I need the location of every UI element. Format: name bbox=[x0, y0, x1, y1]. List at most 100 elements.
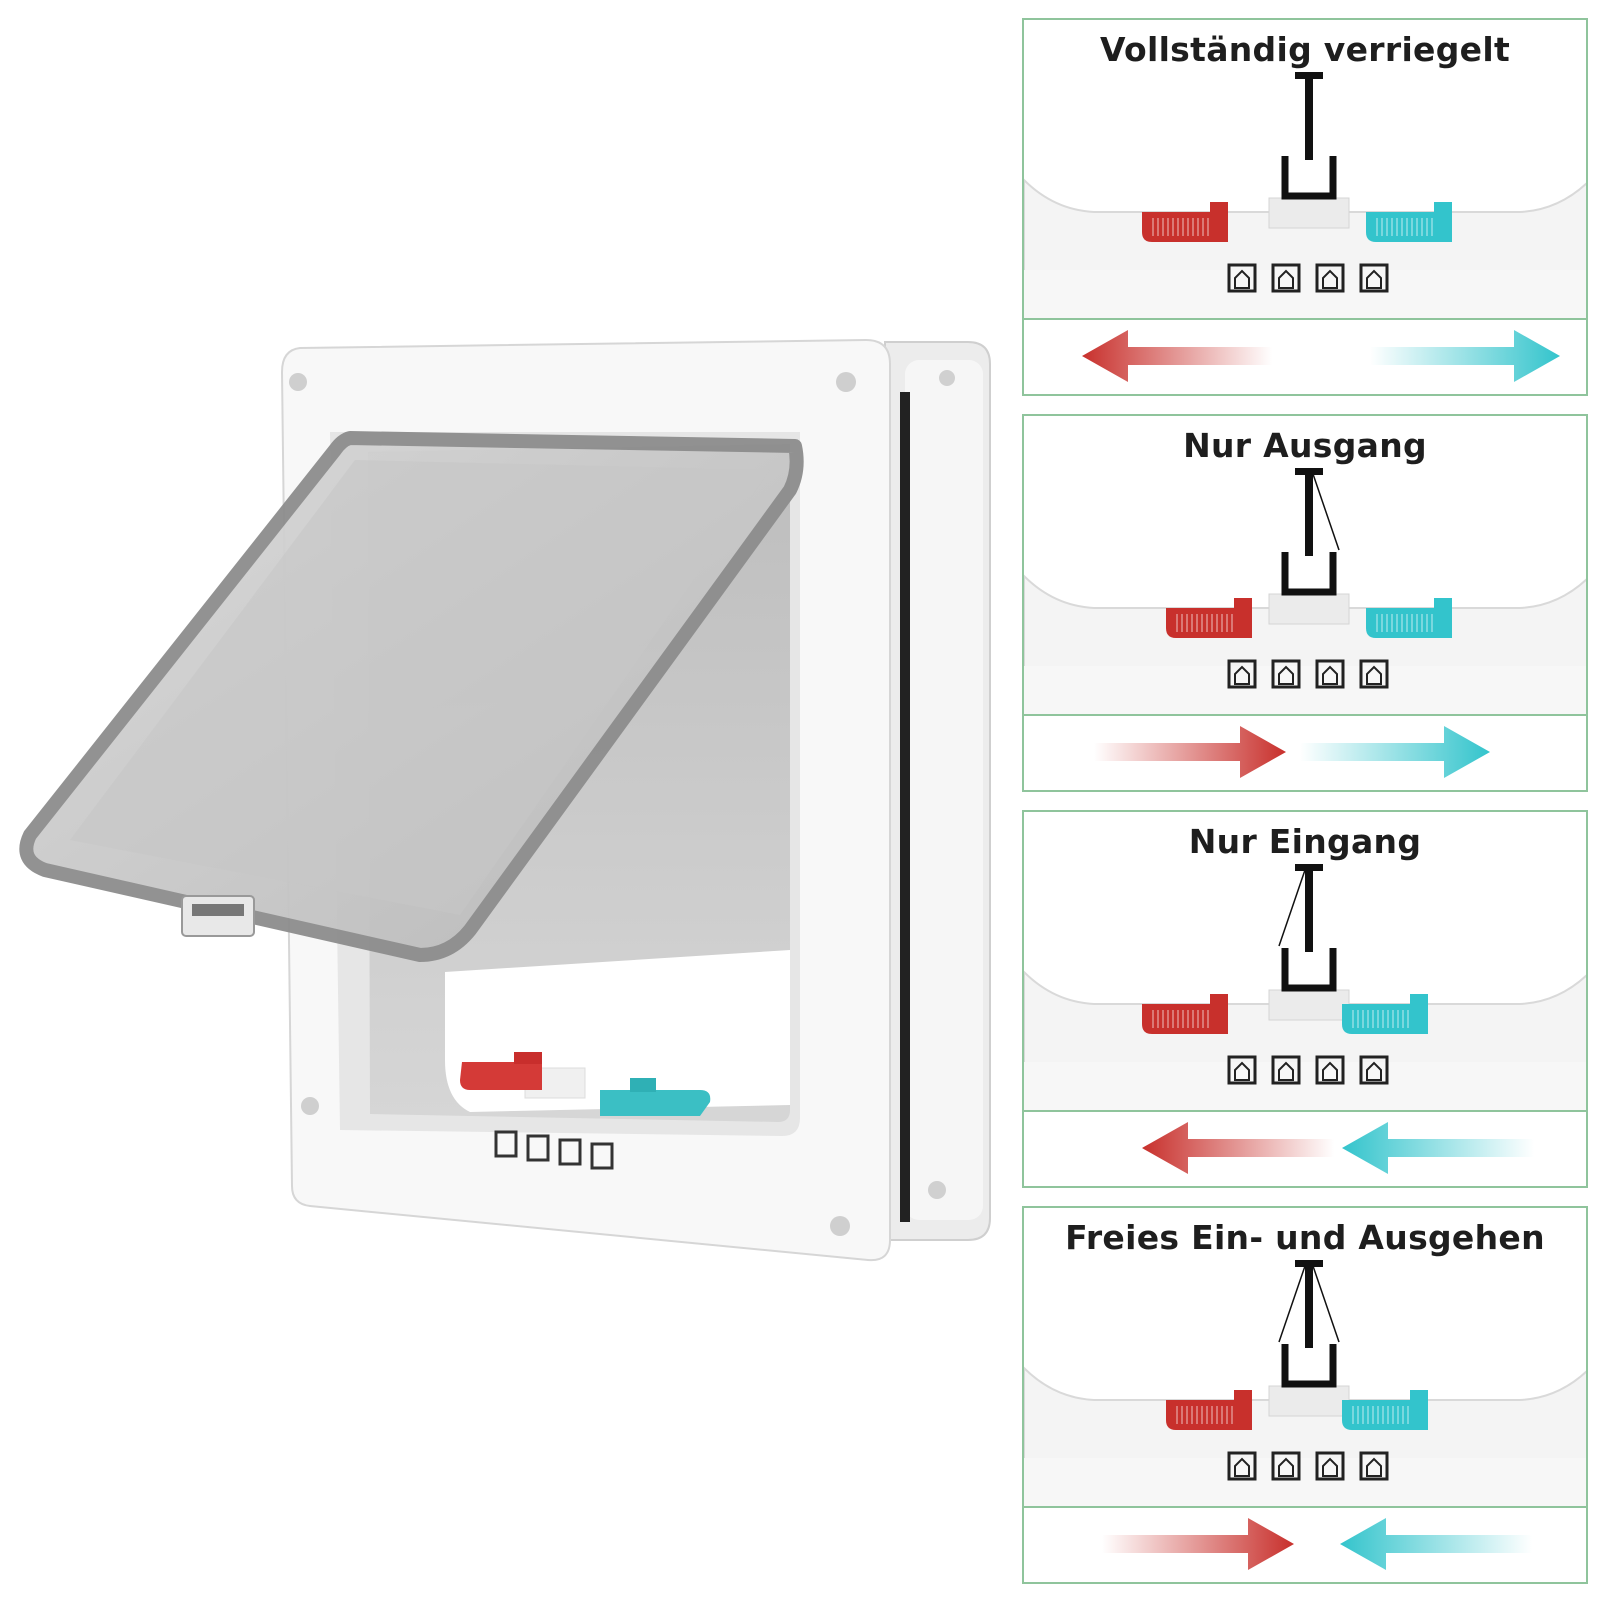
house-icon-glyph bbox=[1278, 665, 1294, 685]
teal-lock-lever-rib bbox=[1406, 218, 1408, 236]
red-lock-lever-rib bbox=[1221, 1406, 1223, 1424]
lock-icon bbox=[1227, 263, 1257, 293]
lock-icon bbox=[1227, 1055, 1257, 1085]
teal-lock-lever-rib bbox=[1396, 614, 1398, 632]
red-lock-lever-rib bbox=[1197, 1010, 1199, 1028]
teal-lock-lever-rib bbox=[1382, 1010, 1384, 1028]
teal-lock-lever bbox=[1342, 1400, 1428, 1430]
house-icon-glyph bbox=[1278, 269, 1294, 289]
entry-mode-illustration bbox=[1024, 864, 1586, 1112]
house-in-icon bbox=[1359, 263, 1389, 293]
teal-lock-lever-rib bbox=[1352, 1406, 1354, 1424]
red-lock-lever-grip bbox=[1234, 598, 1252, 610]
flap-swing-out bbox=[1312, 1265, 1340, 1343]
house-in-icon-glyph bbox=[1366, 1457, 1382, 1477]
red-direction-arrow bbox=[1142, 1122, 1334, 1174]
flap-bracket bbox=[1281, 552, 1337, 596]
red-lock-lever-rib bbox=[1181, 614, 1183, 632]
red-lock-lever-rib bbox=[1207, 1010, 1209, 1028]
frame-bar-lower bbox=[1024, 666, 1586, 716]
teal-direction-arrow bbox=[1340, 1518, 1532, 1570]
red-lock-lever bbox=[1142, 1004, 1228, 1034]
red-lock-lever-rib bbox=[1177, 218, 1179, 236]
direction-arrow-graphic bbox=[1102, 1518, 1532, 1570]
red-lock-lever-rib bbox=[1176, 1406, 1178, 1424]
house-icon-glyph bbox=[1278, 1061, 1294, 1081]
house-in-icon bbox=[1359, 1451, 1389, 1481]
house-in-icon bbox=[1359, 659, 1389, 689]
teal-lock-lever-rib bbox=[1431, 218, 1433, 236]
teal-lock-lever-rib bbox=[1421, 218, 1423, 236]
direction-arrow-graphic bbox=[1082, 330, 1560, 382]
teal-lock-lever-rib bbox=[1376, 614, 1378, 632]
direction-arrows bbox=[1024, 318, 1586, 394]
panel-title: Nur Ausgang bbox=[1183, 426, 1427, 465]
teal-lock-lever-rib bbox=[1397, 1406, 1399, 1424]
teal-lock-lever-rib bbox=[1391, 614, 1393, 632]
red-direction-arrow bbox=[1094, 726, 1286, 778]
panel-title: Nur Eingang bbox=[1188, 822, 1422, 861]
house-in-icon-glyph bbox=[1366, 1061, 1382, 1081]
red-lock-lever-rib bbox=[1167, 218, 1169, 236]
teal-lock-lever-rib bbox=[1392, 1010, 1394, 1028]
red-lock-lever bbox=[1166, 608, 1252, 638]
red-lock-lever-rib bbox=[1206, 614, 1208, 632]
panel-title: Vollständig verriegelt bbox=[1099, 30, 1511, 69]
red-lock-lever-rib bbox=[1177, 1010, 1179, 1028]
teal-lock-lever-rib bbox=[1407, 1406, 1409, 1424]
direction-arrow-graphic bbox=[1142, 1122, 1534, 1174]
flap-swing-out bbox=[1312, 473, 1340, 551]
teal-lock-lever-grip bbox=[1434, 202, 1452, 214]
teal-lock-lever-rib bbox=[1376, 218, 1378, 236]
teal-lock-lever bbox=[1366, 608, 1452, 638]
direction-arrow-graphic bbox=[1094, 726, 1490, 778]
red-lock-lever-grip bbox=[1234, 1390, 1252, 1402]
direction-arrows bbox=[1024, 1110, 1586, 1186]
flap-pivot bbox=[1295, 864, 1323, 871]
house-out-icon bbox=[1315, 1055, 1345, 1085]
red-lock-lever-rib bbox=[1187, 218, 1189, 236]
teal-lock-lever-rib bbox=[1431, 614, 1433, 632]
teal-lock-lever-rib bbox=[1421, 614, 1423, 632]
teal-lock-lever-rib bbox=[1392, 1406, 1394, 1424]
red-lock-lever-rib bbox=[1191, 1406, 1193, 1424]
red-lock-lever-rib bbox=[1187, 1010, 1189, 1028]
lock-icon bbox=[1227, 659, 1257, 689]
frame-bar-lower bbox=[1024, 1458, 1586, 1508]
red-lock-lever-grip bbox=[1210, 994, 1228, 1006]
flap-bar bbox=[1305, 472, 1313, 556]
teal-direction-arrow bbox=[1342, 1122, 1534, 1174]
flap-bar bbox=[1305, 868, 1313, 952]
house-icon bbox=[1271, 1055, 1301, 1085]
red-lock-lever-rib bbox=[1157, 218, 1159, 236]
red-lock-lever-rib bbox=[1201, 614, 1203, 632]
lock-icon-glyph bbox=[1234, 269, 1250, 289]
house-out-icon bbox=[1315, 659, 1345, 689]
red-lock-lever-rib bbox=[1152, 1010, 1154, 1028]
house-out-icon-glyph bbox=[1322, 1457, 1338, 1477]
red-lock-lever-rib bbox=[1207, 218, 1209, 236]
teal-lock-lever bbox=[1366, 212, 1452, 242]
flap-bracket bbox=[1281, 948, 1337, 992]
red-lock-lever-rib bbox=[1211, 614, 1213, 632]
flap-pivot bbox=[1295, 72, 1323, 79]
teal-lock-lever-rib bbox=[1401, 614, 1403, 632]
house-in-icon-glyph bbox=[1366, 269, 1382, 289]
teal-lock-lever-rib bbox=[1411, 614, 1413, 632]
teal-lock-lever-rib bbox=[1357, 1406, 1359, 1424]
flap-bar bbox=[1305, 1264, 1313, 1348]
flap-bar bbox=[1305, 76, 1313, 160]
red-lock-lever-rib bbox=[1231, 614, 1233, 632]
teal-lock-lever-rib bbox=[1416, 218, 1418, 236]
flap-swing-in bbox=[1278, 869, 1306, 947]
teal-lock-lever-grip bbox=[1410, 1390, 1428, 1402]
red-lock-lever-rib bbox=[1221, 614, 1223, 632]
teal-lock-lever-rib bbox=[1357, 1010, 1359, 1028]
teal-lock-lever-rib bbox=[1387, 1406, 1389, 1424]
flap-pivot bbox=[1295, 1260, 1323, 1267]
open-flap bbox=[19, 431, 804, 962]
red-lock-lever bbox=[1142, 212, 1228, 242]
teal-lock-lever-rib bbox=[1397, 1010, 1399, 1028]
house-out-icon-glyph bbox=[1322, 1061, 1338, 1081]
red-lock-lever-rib bbox=[1202, 218, 1204, 236]
